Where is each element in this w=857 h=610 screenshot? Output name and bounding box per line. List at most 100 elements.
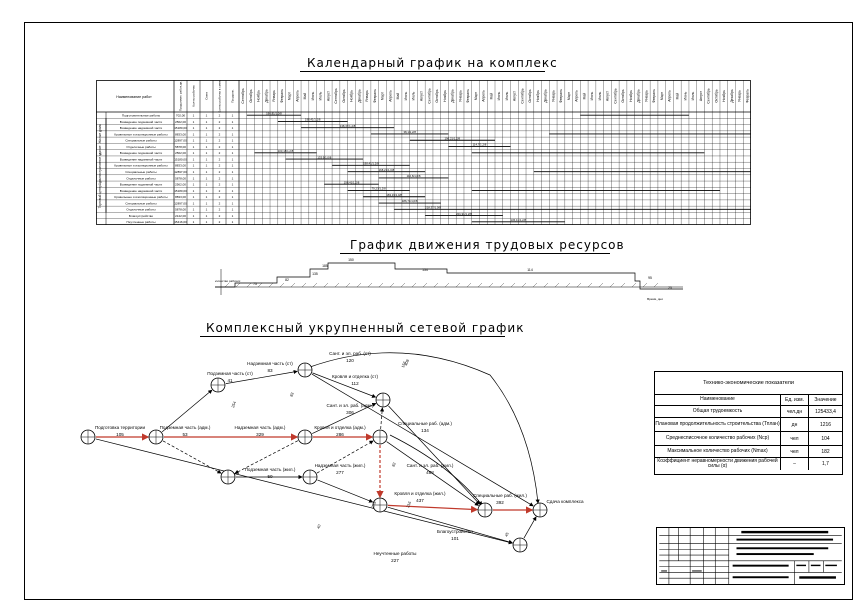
month-label: Август — [699, 90, 703, 101]
hatch-mark — [422, 282, 428, 288]
work-name: Надземная часть (адм.) — [235, 425, 286, 430]
bar-label: 79,23/1,2/8 — [372, 187, 386, 191]
row-param: 1 — [206, 214, 208, 218]
row-param: 1 — [232, 151, 234, 155]
group-label: Торговый центр — [98, 185, 102, 209]
month-label: Декабрь — [451, 89, 455, 102]
network-arrow — [225, 369, 298, 384]
slack-label: 82 — [391, 462, 396, 467]
work-name: Кровля и отделка (ст) — [332, 374, 378, 379]
month-label: Сентябрь — [241, 88, 245, 103]
hatch-mark — [565, 282, 571, 288]
group-label: Жилые дома — [98, 124, 102, 143]
row-name: Отделочные работы — [126, 145, 156, 149]
month-label: Июнь — [497, 91, 501, 100]
row-param: 1 — [193, 195, 195, 199]
tep-row-value: 104 — [821, 435, 830, 442]
row-duration: 2562,00 — [175, 151, 186, 155]
row-param: 2 — [219, 120, 221, 124]
network-arrow — [389, 434, 483, 506]
hatch-mark — [499, 282, 505, 288]
slack-label: 218 — [371, 501, 377, 508]
row-param: 1 — [232, 208, 234, 212]
network-arrow — [387, 506, 513, 544]
hatch-mark — [444, 282, 450, 288]
hatch-mark — [543, 282, 549, 288]
bar-label: 218,37/1,0/8 — [425, 206, 441, 210]
resource-level-label: 114 — [527, 268, 533, 272]
row-duration: 5878,00 — [175, 145, 186, 149]
header-col: Кол-во рабочих в смену — [218, 80, 222, 113]
row-param: 1 — [232, 132, 234, 136]
slack-label: 156 — [401, 361, 407, 368]
resource-level-label: 134 — [422, 268, 428, 272]
row-duration: 2562,00 — [175, 183, 186, 187]
row-param: 1 — [232, 170, 234, 174]
network-title-underline — [200, 336, 505, 337]
slack-label: 254 — [231, 401, 237, 408]
row-name: Подготовительные работы — [122, 114, 161, 118]
tep-row-unit: – — [781, 458, 809, 470]
month-label: Июнь — [683, 91, 687, 100]
title-block-stamp — [656, 527, 845, 585]
hatch-mark — [400, 282, 406, 288]
row-duration: 8833,00 — [175, 164, 186, 168]
row-param: 1 — [232, 220, 234, 224]
row-param: 1 — [193, 151, 195, 155]
month-label: Ноябрь — [350, 90, 354, 102]
hatch-mark — [433, 282, 439, 288]
month-label: Август — [513, 90, 517, 101]
work-duration: 286 — [336, 432, 344, 437]
row-param: 1 — [232, 189, 234, 193]
row-param: 1 — [193, 157, 195, 161]
row-param: 1 — [232, 201, 234, 205]
row-duration: 12897,00 — [174, 139, 187, 143]
work-name: Подготовка территории — [95, 425, 145, 430]
hatch-mark — [312, 282, 318, 288]
tep-header-row: Наименование Ед. изм. Значение — [655, 395, 842, 406]
tep-row-name: Коэффициент неравномерности движения раб… — [655, 458, 781, 470]
tep-row: Среднесписочное количество рабочих (Nср)… — [655, 432, 842, 446]
month-label: Февраль — [280, 89, 284, 103]
month-label: Сентябрь — [613, 88, 617, 103]
work-duration: 134 — [421, 428, 429, 433]
month-label: Декабрь — [544, 89, 548, 102]
resource-level-label: 95 — [648, 276, 652, 280]
row-name: Возведение подземной части — [120, 151, 163, 155]
resource-level-label: 150 — [348, 258, 354, 262]
month-label: Январь — [365, 90, 369, 102]
bar-label: 198,41/1,2/8 — [363, 162, 379, 166]
bar-label: 133,9/1,0/8 — [317, 155, 331, 159]
work-name: Надземная часть (ст) — [247, 361, 293, 366]
y-axis-label: Количество рабочих — [215, 279, 241, 283]
month-label: Февраль — [652, 89, 656, 103]
row-param: 1 — [193, 214, 195, 218]
hatch-mark — [488, 282, 494, 288]
row-param: 1 — [206, 220, 208, 224]
bar-label: 196,81/1,0/8 — [266, 111, 282, 115]
slack-label: 40 — [316, 524, 321, 529]
resources-title-underline — [340, 253, 610, 254]
tep-title: Технико-экономические показатели — [655, 372, 842, 395]
month-label: Июль — [412, 91, 416, 100]
hatch-mark — [367, 282, 373, 288]
work-name: Сант. и эл. раб. (адм.) — [327, 403, 374, 408]
row-param: 1 — [193, 114, 195, 118]
row-param: 1 — [232, 157, 234, 161]
hatch-mark — [378, 282, 384, 288]
hatch-mark — [587, 282, 593, 288]
row-name: Возведение надземной части — [120, 126, 163, 130]
hatch-mark — [532, 282, 538, 288]
work-duration: 83 — [267, 368, 273, 373]
row-param: 2 — [219, 114, 221, 118]
row-duration: 12897,00 — [174, 170, 187, 174]
row-param: 2 — [219, 126, 221, 130]
tep-row: Коэффициент неравномерности движения раб… — [655, 458, 842, 470]
tep-row-name: Среднесписочное количество рабочих (Nср) — [655, 432, 781, 445]
bar-label: 114,7/1,2/8 — [473, 143, 487, 147]
row-param: 1 — [193, 189, 195, 193]
row-name: Специальные работы — [125, 201, 157, 205]
month-label: Август — [420, 90, 424, 101]
hatch-mark — [235, 282, 241, 288]
